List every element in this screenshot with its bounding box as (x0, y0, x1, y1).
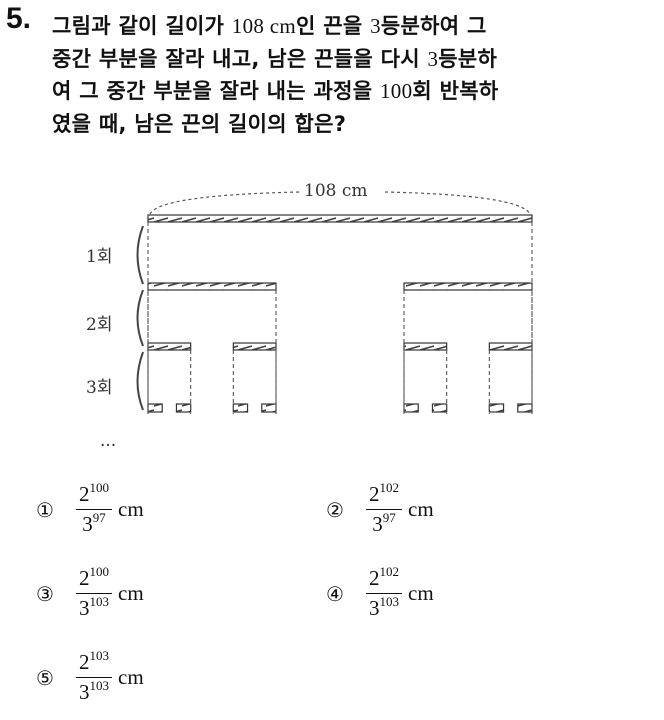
option-1[interactable]: ① 2100 397 cm (36, 480, 144, 537)
numerator-exponent: 100 (89, 564, 110, 579)
text: 였을 때, 남은 끈의 길이의 합은? (52, 111, 347, 136)
text: 그림과 같이 길이가 (52, 14, 232, 38)
ellipsis: ··· (100, 436, 117, 456)
rope-segment (175, 403, 192, 413)
numerator-base: 2 (369, 482, 380, 506)
option-mark: ③ (36, 581, 54, 606)
bracket-icons (136, 225, 144, 411)
numerator-exponent: 103 (89, 648, 110, 663)
denominator-exponent: 97 (382, 510, 396, 525)
rope-segment (261, 403, 277, 413)
fraction: 2102 3103 (366, 564, 402, 621)
option-4[interactable]: ④ 2102 3103 cm (326, 564, 434, 621)
rope-segment (403, 342, 448, 351)
step-label-2: 2회 (86, 315, 113, 335)
rope-segment (403, 403, 419, 413)
length-label: 108 cm (300, 181, 372, 201)
text: 중간 부분을 잘라 내고, 남은 끈들을 다시 (52, 46, 428, 71)
numerator-base: 2 (79, 650, 90, 674)
rope-segment (147, 282, 277, 291)
denominator-base: 3 (369, 596, 380, 620)
text: 등분하 (438, 46, 498, 71)
length-value: 108 (231, 14, 265, 38)
option-mark: ② (326, 497, 344, 522)
rope-segment (403, 282, 533, 291)
numerator-exponent: 102 (379, 480, 400, 495)
rope-segment (517, 403, 533, 413)
denominator-exponent: 103 (379, 594, 400, 609)
option-3[interactable]: ③ 2100 3103 cm (36, 564, 144, 621)
step-label-3: 3회 (86, 378, 113, 398)
unit: cm (408, 497, 434, 521)
text: 여 그 중간 부분을 잘라 내는 과정을 (52, 79, 380, 103)
denominator-exponent: 97 (92, 510, 106, 525)
option-mark: ④ (326, 581, 344, 606)
numerator-base: 2 (79, 566, 90, 590)
rope-segment (147, 342, 192, 351)
rope-segment (232, 342, 277, 351)
rope-segment (147, 403, 163, 413)
question-line: 그림과 같이 길이가 108 cm인 끈을 3등분하여 그 (52, 10, 652, 43)
question-number: 5. (6, 2, 32, 35)
rope-segment (232, 403, 249, 413)
text: 인 끈을 (296, 14, 371, 38)
numerator-base: 2 (79, 482, 90, 506)
numerator-exponent: 100 (89, 480, 110, 495)
number: 3 (370, 14, 381, 38)
fraction: 2102 397 (366, 480, 402, 537)
rope-segment (488, 342, 533, 351)
question-line: 여 그 중간 부분을 잘라 내는 과정을 100회 반복하 (52, 75, 652, 108)
denominator-base: 3 (82, 512, 93, 536)
denominator-base: 3 (372, 512, 383, 536)
option-2[interactable]: ② 2102 397 cm (326, 480, 434, 537)
question-text: 그림과 같이 길이가 108 cm인 끈을 3등분하여 그 중간 부분을 잘라 … (52, 10, 652, 140)
question-line: 중간 부분을 잘라 내고, 남은 끈들을 다시 3등분하 (52, 43, 652, 76)
number: 100 (379, 79, 413, 103)
rope-segment (431, 403, 448, 413)
denominator-exponent: 103 (89, 678, 110, 693)
denominator-base: 3 (79, 596, 90, 620)
text: 등분하여 그 (380, 14, 487, 38)
rope-segment (488, 403, 505, 413)
numerator-base: 2 (369, 566, 380, 590)
unit: cm (118, 497, 144, 521)
number: 3 (427, 46, 439, 71)
option-mark: ① (36, 497, 54, 522)
unit: cm (264, 14, 297, 38)
unit: cm (408, 581, 434, 605)
fraction: 2100 397 (76, 480, 112, 537)
question-line: 였을 때, 남은 끈의 길이의 합은? (52, 108, 652, 141)
unit: cm (118, 581, 144, 605)
length-arc (149, 191, 531, 215)
numerator-exponent: 102 (379, 564, 400, 579)
denominator-base: 3 (79, 680, 90, 704)
fraction: 2100 3103 (76, 564, 112, 621)
rope-figure (136, 191, 533, 414)
rope-segment (147, 214, 533, 223)
denominator-exponent: 103 (89, 594, 110, 609)
step-label-1: 1회 (86, 247, 113, 267)
option-mark: ⑤ (36, 665, 54, 690)
text: 회 반복하 (412, 79, 499, 103)
unit: cm (118, 665, 144, 689)
